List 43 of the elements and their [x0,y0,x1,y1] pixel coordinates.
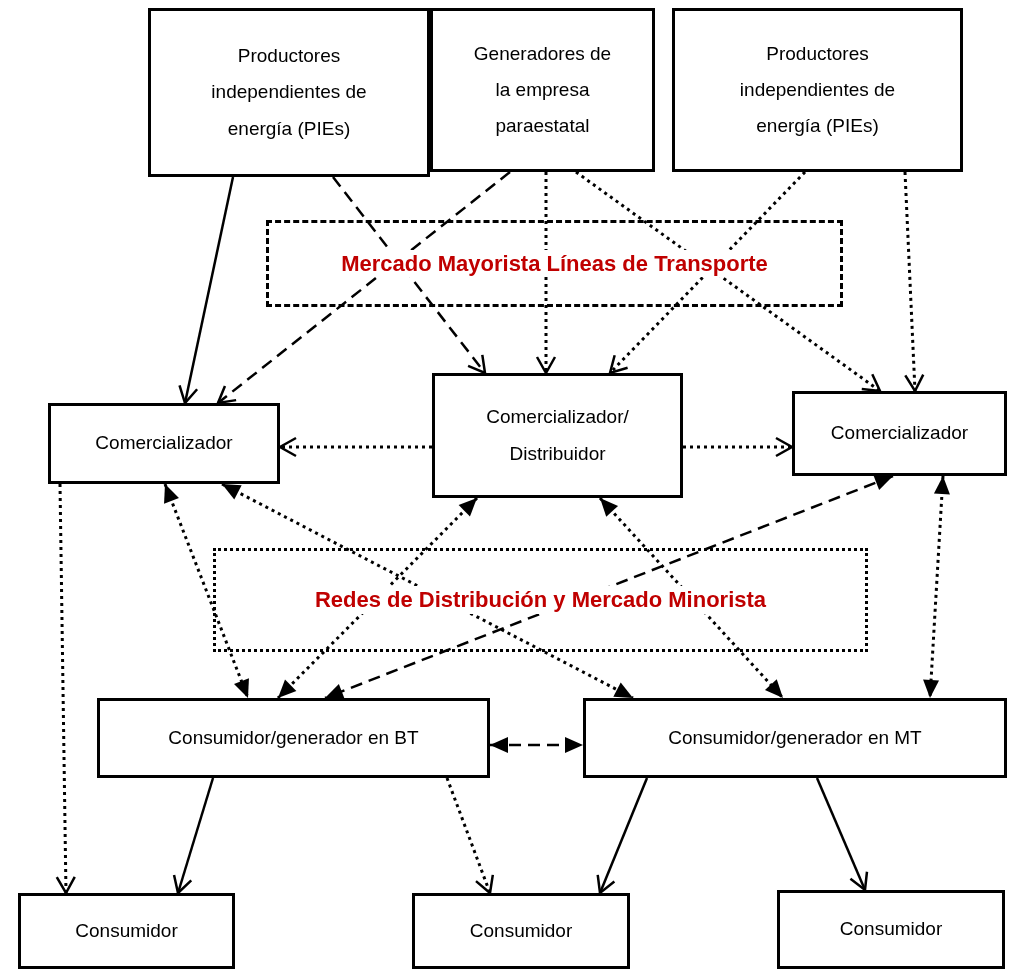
arrow [216,171,511,405]
process-box [777,890,1005,969]
arrow [445,777,495,895]
node-label: Comercializador [95,431,233,456]
arrow [324,474,894,700]
arrow [683,436,794,458]
arrow [490,737,583,753]
arrow [332,176,487,375]
arrow [598,497,785,699]
node-label: Consumidor/generador en MT [668,725,922,750]
process-box [583,698,1007,778]
arrow [276,496,479,700]
node-label: Comercializador [830,421,969,446]
arrow [923,475,950,699]
process-box [432,373,683,498]
process-box [148,8,430,177]
node-label: Consumidor [839,917,943,942]
arrow [221,482,634,700]
arrow [163,483,250,699]
process-box [792,391,1007,476]
arrow [575,170,882,393]
arrow [903,171,925,393]
arrow [55,483,76,895]
process-box [18,893,235,969]
arrow [608,170,807,375]
node-label: Consumidor/generador en BT [168,725,419,750]
arrow [172,777,215,895]
arrow [596,777,649,895]
arrow [535,172,557,375]
node-label: Consumidor [469,918,573,943]
node-label: Comercializador/ Distribuidor [485,405,630,466]
process-box [430,8,655,172]
arrow [278,436,432,458]
node-label: Productores independientes de energía (PIEs) [738,41,897,139]
arrow [178,176,235,405]
node-label: Productores independientes de energía (PIEs) [210,44,368,141]
process-box [97,698,490,778]
process-box [412,893,630,969]
process-box [48,403,280,484]
node-label: Consumidor [75,918,178,943]
arrow [815,777,869,892]
node-label: Generadores de la empresa paraestatal [473,41,612,139]
process-box [672,8,963,172]
